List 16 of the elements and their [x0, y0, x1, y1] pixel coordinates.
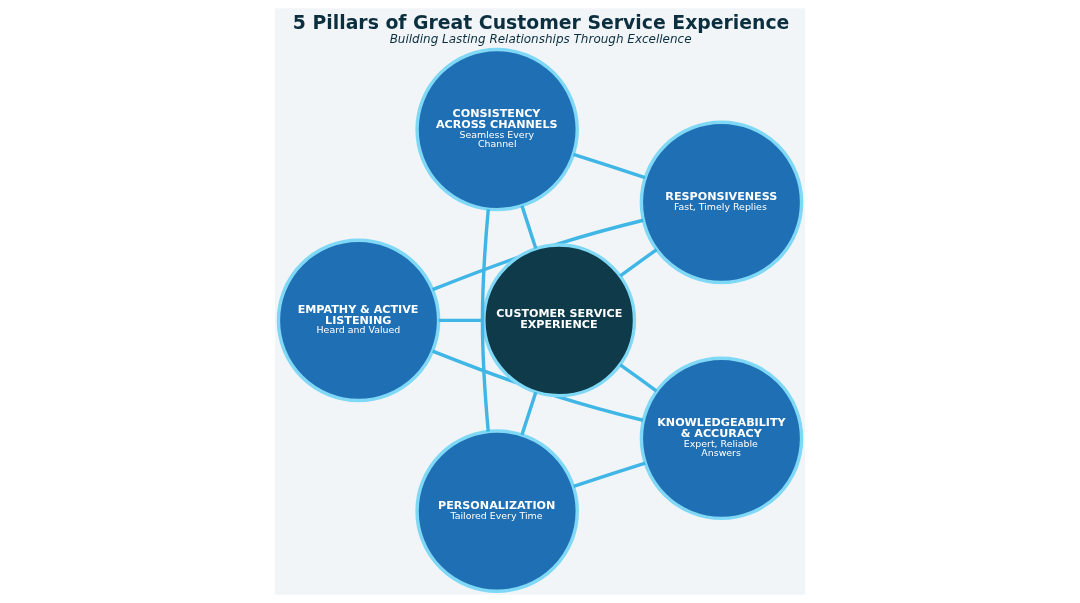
node-circle: PERSONALIZATION Tailored Every Time — [415, 429, 579, 593]
connector — [573, 461, 646, 488]
diagram-title: 5 Pillars of Great Customer Service Experience — [292, 12, 790, 34]
node-circle: EMPATHY & ACTIVE LISTENING Heard and Valued — [276, 238, 441, 403]
connector — [480, 209, 490, 432]
connector — [572, 152, 646, 180]
connector — [520, 391, 538, 436]
connector — [438, 318, 484, 323]
connector — [520, 205, 538, 249]
node-circle: CUSTOMER SERVICE EXPERIENCE — [482, 243, 637, 398]
connector — [619, 363, 658, 393]
node-circle: CONSISTENCY ACROSS CHANNELS Seamless Every Channel — [415, 47, 579, 212]
node-circle: KNOWLEDGEABILITY & ACCURACY Expert, Reliable Answers — [639, 356, 804, 521]
node-circle: RESPONSIVENESS Fast, Timely Replies — [639, 120, 804, 285]
connector — [619, 248, 658, 278]
caption: Building Lasting Relationships Through Excellence — [389, 31, 692, 46]
